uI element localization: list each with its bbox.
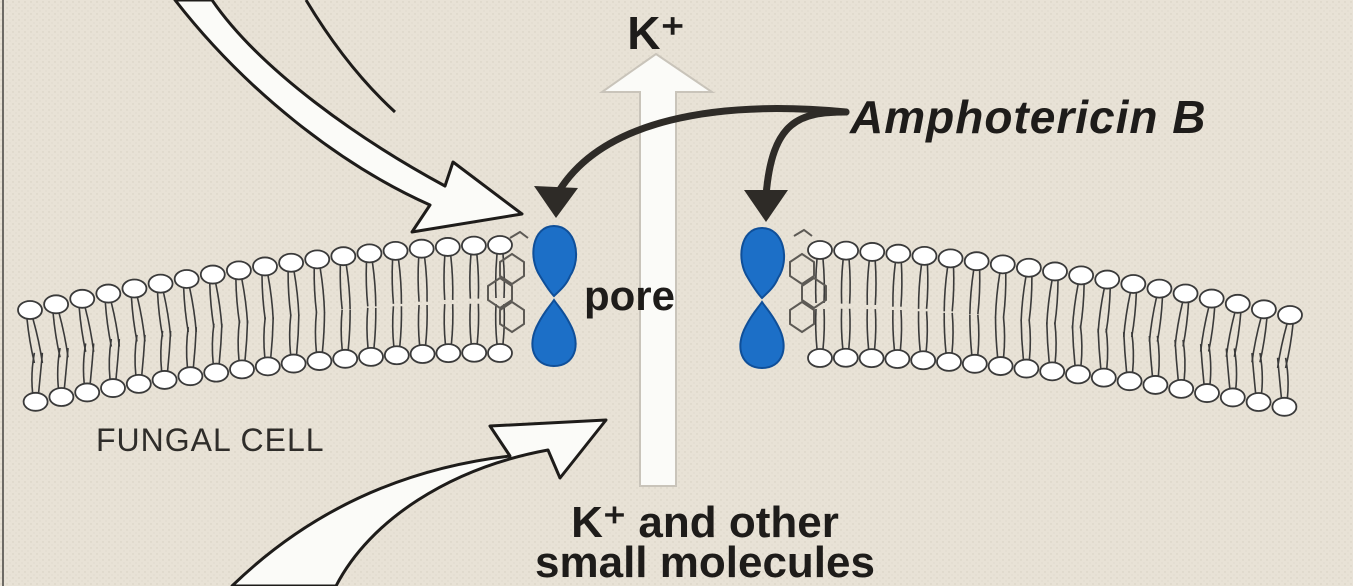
lipid-head-upper	[357, 244, 381, 262]
lipid-head-lower	[359, 348, 383, 366]
lipid-head-upper	[44, 295, 68, 313]
released-molecules-line-1: K⁺ and other	[440, 503, 970, 543]
lipid-head-lower	[153, 371, 177, 389]
lipid-head-lower	[1143, 376, 1167, 394]
lipid-head-upper	[18, 301, 42, 319]
lipid-head-upper	[96, 285, 120, 303]
lipid-head-upper	[939, 249, 963, 267]
lipid-head-upper	[808, 241, 832, 259]
lipid-head-lower	[885, 350, 909, 368]
lipid-head-lower	[1040, 362, 1064, 380]
lipid-head-lower	[808, 349, 832, 367]
lipid-head-upper	[912, 247, 936, 265]
lipid-head-upper	[410, 240, 434, 258]
lipid-head-lower	[911, 351, 935, 369]
lipid-head-lower	[963, 355, 987, 373]
lipid-head-lower	[127, 375, 151, 393]
lipid-head-upper	[1121, 275, 1145, 293]
lipid-head-lower	[256, 357, 280, 375]
lipid-head-upper	[253, 257, 277, 275]
lipid-head-lower	[1169, 380, 1193, 398]
lipid-head-upper	[1017, 259, 1041, 277]
lipid-head-upper	[1174, 284, 1198, 302]
lipid-head-upper	[1069, 266, 1093, 284]
lipid-head-upper	[331, 247, 355, 265]
lipid-head-lower	[488, 344, 512, 362]
pore-label: pore	[584, 272, 675, 320]
lipid-head-lower	[230, 360, 254, 378]
lipid-head-lower	[1247, 393, 1271, 411]
potassium-label-top: K⁺	[606, 6, 706, 60]
lipid-head-lower	[24, 393, 48, 411]
lipid-head-lower	[385, 346, 409, 364]
lipid-head-lower	[1221, 388, 1245, 406]
amphotericin-b-label: Amphotericin B	[850, 90, 1206, 144]
lipid-head-lower	[1066, 365, 1090, 383]
lipid-head-lower	[937, 353, 961, 371]
lipid-head-lower	[1118, 372, 1142, 390]
lipid-head-lower	[307, 352, 331, 370]
lipid-head-lower	[204, 364, 228, 382]
lipid-head-upper	[1252, 300, 1276, 318]
lipid-head-lower	[1014, 360, 1038, 378]
lipid-head-lower	[282, 355, 306, 373]
released-molecules-label: K⁺ and other small molecules	[440, 503, 970, 583]
lipid-head-upper	[305, 250, 329, 268]
lipid-head-lower	[462, 344, 486, 362]
lipid-head-upper	[462, 237, 486, 255]
lipid-head-lower	[834, 349, 858, 367]
lipid-head-upper	[70, 290, 94, 308]
lipid-head-lower	[1092, 369, 1116, 387]
lipid-head-upper	[1147, 280, 1171, 298]
lipid-head-upper	[279, 254, 303, 272]
lipid-head-upper	[175, 270, 199, 288]
lipid-head-upper	[1278, 306, 1302, 324]
lipid-head-lower	[989, 357, 1013, 375]
lipid-head-upper	[1095, 271, 1119, 289]
lipid-head-upper	[122, 279, 146, 297]
lipid-head-lower	[333, 350, 357, 368]
lipid-head-upper	[436, 238, 460, 256]
lipid-head-upper	[860, 243, 884, 261]
lipid-head-lower	[1272, 398, 1296, 416]
lipid-head-upper	[886, 245, 910, 263]
released-molecules-line-2: small molecules	[440, 543, 970, 583]
lipid-head-upper	[991, 255, 1015, 273]
lipid-head-lower	[411, 345, 435, 363]
lipid-head-upper	[1200, 290, 1224, 308]
lipid-head-lower	[75, 383, 99, 401]
lipid-head-upper	[834, 242, 858, 260]
lipid-head-upper	[201, 266, 225, 284]
lipid-head-lower	[436, 344, 460, 362]
lipid-head-upper	[227, 261, 251, 279]
lipid-head-lower	[860, 349, 884, 367]
lipid-head-upper	[1226, 295, 1250, 313]
lipid-head-upper	[965, 252, 989, 270]
lipid-head-upper	[149, 275, 173, 293]
lipid-head-lower	[1195, 384, 1219, 402]
lipid-head-lower	[101, 379, 125, 397]
lipid-head-upper	[1043, 262, 1067, 280]
lipid-head-lower	[49, 388, 73, 406]
lipid-head-lower	[178, 367, 202, 385]
lipid-head-upper	[488, 236, 512, 254]
fungal-cell-label: FUNGAL CELL	[96, 422, 325, 459]
lipid-head-upper	[384, 242, 408, 260]
